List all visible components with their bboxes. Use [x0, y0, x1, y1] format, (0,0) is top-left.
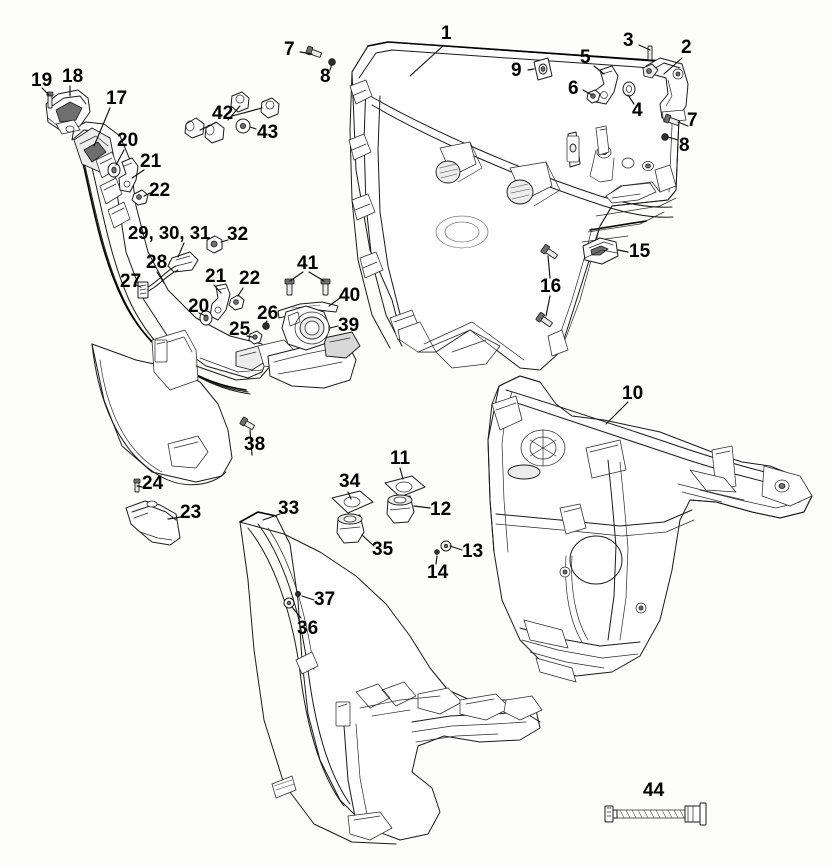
part-33-port-lower-cover-panel[interactable]: [239, 511, 543, 845]
part-17-port-lower-engine-cover[interactable]: [71, 121, 361, 486]
part-41-screw-pair[interactable]: [284, 278, 331, 296]
callout-40[interactable]: 40: [339, 285, 361, 306]
callout-34[interactable]: 34: [339, 471, 361, 492]
callout-21[interactable]: 21: [140, 151, 162, 172]
callout-15[interactable]: 15: [629, 241, 651, 262]
callout-3[interactable]: 3: [623, 30, 634, 51]
callout-33[interactable]: 33: [278, 498, 300, 519]
part-27-terminal[interactable]: [137, 281, 149, 299]
callout-7b[interactable]: 7: [687, 110, 698, 131]
part-2-latch-bracket[interactable]: [642, 57, 689, 123]
part-34-seal-plate[interactable]: [331, 490, 374, 514]
callout-21b[interactable]: 21: [205, 266, 227, 287]
part-5-latch-hook[interactable]: [595, 65, 619, 105]
part-43-washer[interactable]: [235, 118, 251, 134]
callout-20b[interactable]: 20: [188, 296, 210, 317]
callout-35[interactable]: 35: [372, 539, 394, 560]
callout-13[interactable]: 13: [462, 541, 484, 562]
callout-26[interactable]: 26: [257, 303, 279, 324]
callout-9[interactable]: 9: [511, 60, 522, 81]
part-11-seal-plate[interactable]: [384, 475, 426, 498]
callout-42[interactable]: 42: [212, 103, 234, 124]
callout-32[interactable]: 32: [227, 224, 249, 245]
callout-17[interactable]: 17: [106, 88, 128, 109]
callout-8b[interactable]: 8: [679, 135, 690, 156]
callout-38[interactable]: 38: [244, 434, 266, 455]
part-39-round-bushing[interactable]: [281, 305, 331, 351]
callout-25[interactable]: 25: [229, 319, 251, 340]
callout-2[interactable]: 2: [681, 37, 692, 58]
callout-41[interactable]: 41: [297, 253, 319, 274]
part-10-lower-engine-cover-support[interactable]: [487, 375, 813, 683]
part-3-pin[interactable]: [647, 45, 653, 61]
cone-snap-1: [435, 141, 483, 184]
callout-4[interactable]: 4: [632, 100, 643, 121]
part-9-retainer-clip[interactable]: [533, 57, 553, 81]
callout-29-30-31[interactable]: 29, 30, 31: [128, 222, 211, 243]
part-37-pin-tiny[interactable]: [295, 591, 301, 597]
callout-37[interactable]: 37: [314, 589, 336, 610]
callout-19[interactable]: 19: [31, 70, 53, 91]
part-1-starboard-lower-engine-cover[interactable]: [348, 41, 680, 371]
leader-lines: [41, 44, 689, 619]
part-16-screw-pair[interactable]: [535, 244, 559, 329]
cone-snap-2: [506, 161, 561, 207]
part-32-nut-hex[interactable]: [206, 235, 223, 254]
part-21-latch-hook-upper[interactable]: [118, 157, 139, 193]
callout-12[interactable]: 12: [430, 499, 452, 520]
callout-22b[interactable]: 22: [239, 268, 261, 289]
part-7-screw-upper-left[interactable]: [305, 45, 323, 59]
callout-22[interactable]: 22: [149, 180, 171, 201]
part-15-clip-block[interactable]: [582, 237, 619, 265]
part-6-nut[interactable]: [586, 89, 601, 104]
part-38-screw-small[interactable]: [239, 416, 256, 431]
callout-39[interactable]: 39: [338, 315, 360, 336]
part-23-wedge-trim[interactable]: [125, 500, 181, 546]
part-36-grommet-tiny[interactable]: [283, 597, 295, 609]
callout-24[interactable]: 24: [142, 473, 164, 494]
part-18-grab-handle-latch[interactable]: [45, 89, 91, 135]
part-7-screw-right[interactable]: [663, 113, 681, 127]
callout-16[interactable]: 16: [540, 276, 562, 297]
callout-18[interactable]: 18: [62, 66, 84, 87]
callout-36[interactable]: 36: [297, 618, 319, 639]
callout-6[interactable]: 6: [568, 78, 579, 99]
part-12-grommet-bushing[interactable]: [386, 494, 415, 524]
part-35-grommet-bushing[interactable]: [336, 513, 365, 544]
callout-11[interactable]: 11: [390, 448, 411, 469]
part-19-screw-long[interactable]: [46, 91, 54, 109]
callout-20[interactable]: 20: [117, 130, 139, 151]
callout-10[interactable]: 10: [622, 383, 644, 404]
part-20-grommet-upper[interactable]: [107, 162, 121, 178]
part-21-latch-hook-lower[interactable]: [209, 283, 231, 321]
callout-44[interactable]: 44: [643, 780, 665, 801]
callout-27[interactable]: 27: [120, 271, 142, 292]
part-22-nut-lower[interactable]: [228, 294, 245, 311]
callout-23[interactable]: 23: [180, 502, 202, 523]
part-4-washer[interactable]: [622, 81, 636, 97]
callout-5[interactable]: 5: [580, 47, 591, 68]
part-44-threaded-rod-screw[interactable]: [604, 802, 707, 826]
part-29-30-31-connector-assembly[interactable]: [167, 251, 199, 273]
callout-8[interactable]: 8: [320, 66, 331, 87]
callout-1[interactable]: 1: [441, 23, 452, 44]
callout-43[interactable]: 43: [257, 122, 279, 143]
callout-28[interactable]: 28: [146, 252, 168, 273]
part-25-nut-small[interactable]: [248, 330, 263, 345]
part-8-washer-right[interactable]: [661, 133, 669, 141]
part-22-nut-upper[interactable]: [131, 189, 149, 206]
callout-14[interactable]: 14: [427, 562, 449, 583]
part-14-pin-tiny[interactable]: [434, 549, 440, 555]
part-42-grommet-set[interactable]: [184, 91, 280, 144]
callout-7[interactable]: 7: [284, 39, 295, 60]
